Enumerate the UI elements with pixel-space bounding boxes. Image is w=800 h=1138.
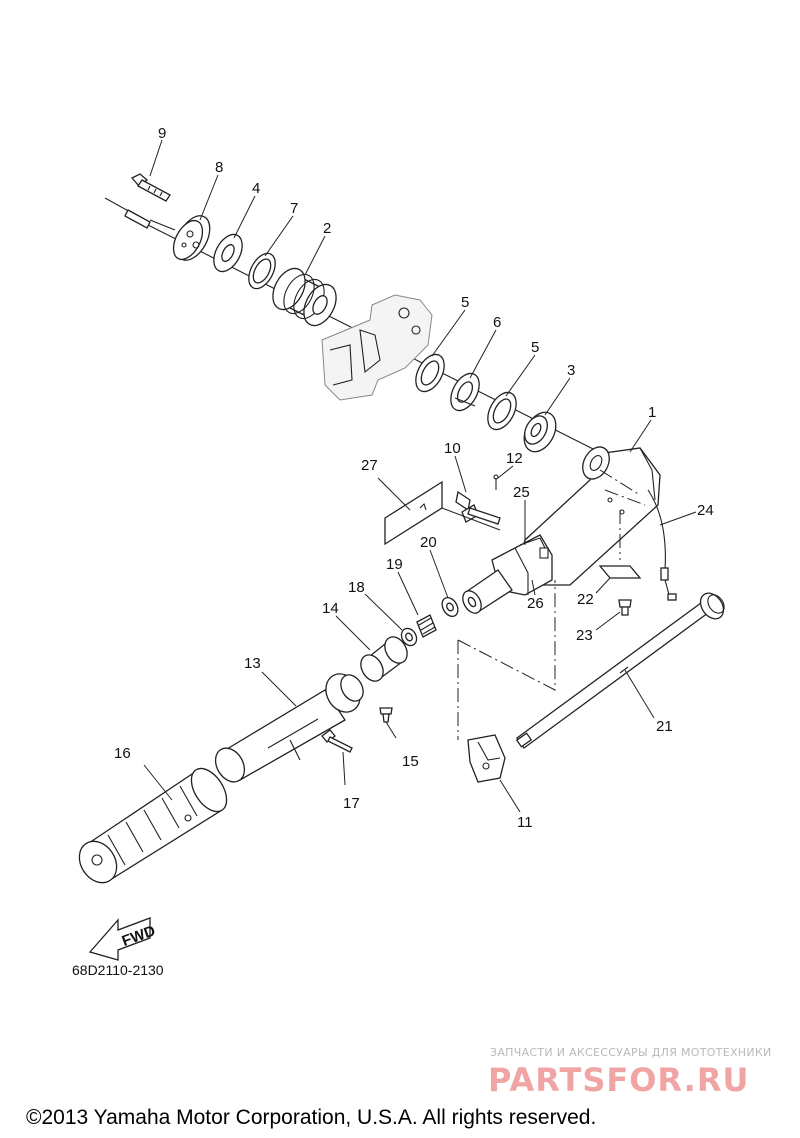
callout-18: 18	[348, 579, 365, 596]
callout-numbers: 9 8 4 7 2 5 6 5 3 1 10 12 27 25 24 20 19…	[114, 125, 714, 831]
callout-20: 20	[420, 534, 437, 551]
part-22-plate	[598, 565, 642, 579]
callout-9: 9	[158, 125, 166, 142]
callout-7: 7	[290, 200, 298, 217]
watermark: ЗАПЧАСТИ И АКСЕССУАРЫ ДЛЯ МОТОТЕХНИКИ PA…	[488, 1046, 772, 1099]
diagram-code: 68D2110-2130	[72, 962, 164, 978]
ghost-bracket	[321, 294, 433, 401]
part-8-plate	[172, 215, 211, 261]
bracket-end-tube	[462, 569, 513, 614]
callout-26: 26	[527, 595, 544, 612]
part-12-pin	[493, 474, 499, 490]
copyright-notice: ©2013 Yamaha Motor Corporation, U.S.A. A…	[26, 1106, 596, 1129]
callout-16: 16	[114, 745, 131, 762]
callout-25: 25	[513, 484, 530, 501]
part-5-washer-lower	[487, 391, 517, 431]
part-27-label	[384, 480, 501, 546]
callout-2: 2	[323, 220, 331, 237]
leader-lines	[143, 139, 697, 813]
part-5-washer-upper	[415, 353, 445, 393]
callout-11: 11	[517, 814, 533, 831]
part-20-bushing	[441, 597, 459, 617]
callout-4: 4	[252, 180, 260, 197]
part-16-grip	[78, 767, 228, 884]
callout-19: 19	[386, 556, 403, 573]
part-18-washer	[400, 627, 418, 647]
part-2-bushing	[272, 267, 337, 327]
fwd-label: FWD	[120, 922, 158, 950]
callout-27: 27	[361, 457, 378, 474]
part-24-wire	[647, 489, 677, 601]
part-11-link	[467, 734, 506, 783]
assembly-guides	[457, 580, 556, 740]
part-3-bushing	[523, 411, 557, 453]
callout-10: 10	[444, 440, 461, 457]
part-15-screw	[379, 707, 393, 723]
part-19-spring	[416, 614, 437, 638]
part-9-bolt	[130, 173, 171, 202]
callout-15: 15	[402, 753, 419, 770]
callout-23: 23	[576, 627, 593, 644]
callout-1: 1	[648, 404, 656, 421]
watermark-tagline: ЗАПЧАСТИ И АКСЕССУАРЫ ДЛЯ МОТОТЕХНИКИ	[490, 1046, 772, 1059]
part-7-oring	[248, 252, 276, 290]
part-23-screw	[618, 599, 632, 616]
part-4-washer	[213, 233, 243, 273]
part-14-collar	[360, 636, 408, 682]
part-21-rod	[515, 592, 725, 749]
part-10-wing-bolt	[455, 490, 501, 525]
callout-14: 14	[322, 600, 339, 617]
fwd-arrow-icon: FWD	[88, 917, 158, 961]
callout-8: 8	[215, 159, 223, 176]
callout-3: 3	[567, 362, 575, 379]
callout-12: 12	[506, 450, 523, 467]
callout-21: 21	[656, 718, 673, 735]
part-13-throttle-shaft	[214, 673, 364, 783]
callout-13: 13	[244, 655, 261, 672]
watermark-brand: PARTSFOR.RU	[488, 1061, 749, 1099]
part-6-spacer	[450, 372, 480, 412]
callout-24: 24	[697, 502, 714, 519]
callout-22: 22	[577, 591, 594, 608]
part-1-handle-bracket	[519, 446, 661, 586]
callout-5-lower: 5	[531, 339, 539, 356]
callout-17: 17	[343, 795, 360, 812]
part-17-screw	[321, 729, 353, 753]
callout-5-upper: 5	[461, 294, 469, 311]
callout-6: 6	[493, 314, 501, 331]
